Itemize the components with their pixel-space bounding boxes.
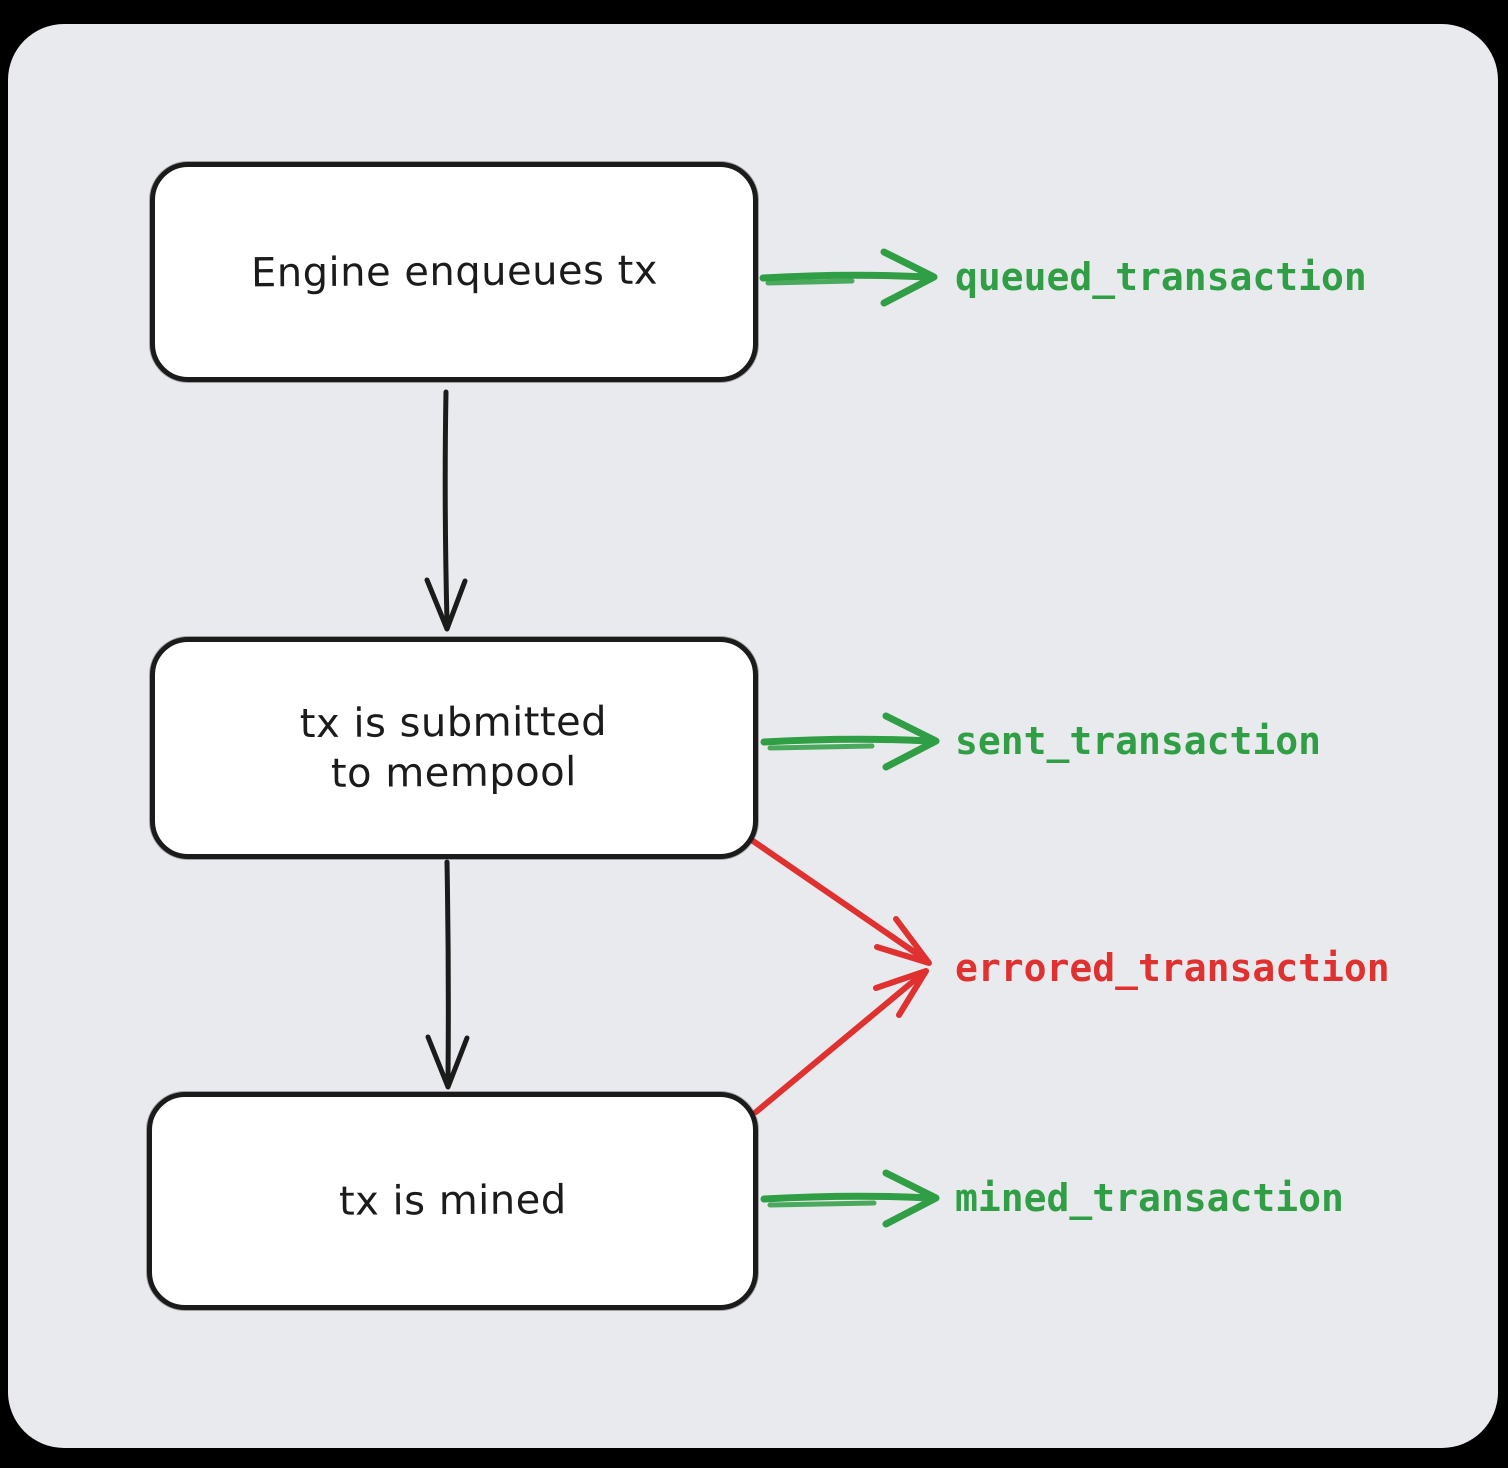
event-arrow-sent-icon — [760, 712, 940, 771]
error-arrow-from-mempool-icon — [750, 838, 932, 966]
node-label: Engine enqueues tx — [250, 247, 658, 297]
event-arrow-queued-icon — [759, 248, 938, 307]
node-engine-enqueues-tx: Engine enqueues tx — [150, 162, 758, 382]
node-tx-submitted-to-mempool: tx is submitted to mempool — [150, 637, 758, 859]
event-label-sent-transaction: sent_transaction — [955, 719, 1322, 763]
error-arrow-from-mined-icon — [753, 968, 929, 1115]
event-label-queued-transaction: queued_transaction — [955, 255, 1367, 299]
event-label-mined-transaction: mined_transaction — [955, 1176, 1344, 1220]
node-tx-mined: tx is mined — [147, 1092, 758, 1310]
node-label: tx is submitted to mempool — [300, 698, 608, 797]
flow-arrow-mempool-to-mined — [425, 859, 470, 1090]
flow-arrow-enqueue-to-mempool — [424, 389, 468, 632]
event-label-errored-transaction: errored_transaction — [955, 946, 1390, 990]
event-arrow-mined-icon — [760, 1169, 940, 1228]
node-label: tx is mined — [338, 1177, 567, 1225]
